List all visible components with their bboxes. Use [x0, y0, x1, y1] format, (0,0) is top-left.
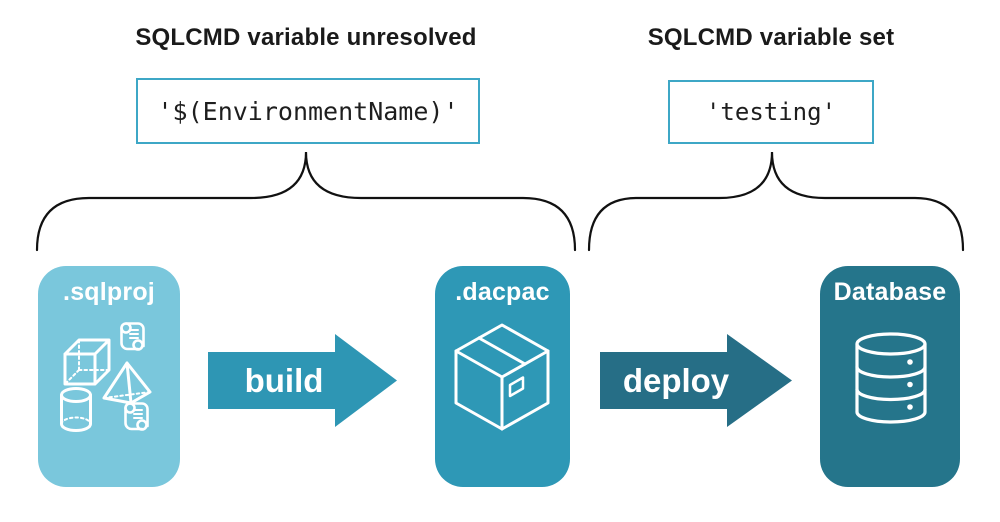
- deploy-arrow: deploy: [600, 333, 793, 428]
- dacpac-node: .dacpac: [435, 266, 570, 487]
- build-arrow-shape: [208, 334, 397, 427]
- left-curly-brace-path: [35, 151, 577, 252]
- right-curly-brace-icon: [587, 151, 965, 252]
- arrow-right-icon: [208, 334, 397, 427]
- left-curly-brace-icon: [35, 151, 577, 252]
- build-arrow: build: [208, 333, 398, 428]
- deploy-arrow-label: deploy: [622, 361, 730, 399]
- build-arrow-label: build: [244, 361, 324, 399]
- deploy-arrow-shape: [600, 334, 792, 427]
- package-icon: [454, 323, 550, 431]
- database-node: Database: [820, 266, 960, 487]
- sqlcmd-unresolved-heading: SQLCMD variable unresolved: [135, 24, 477, 51]
- environment-variable-value: '$(EnvironmentName)': [157, 96, 459, 126]
- sqlcmd-set-heading: SQLCMD variable set: [647, 24, 895, 51]
- sqlproj-node: .sqlproj: [38, 266, 180, 487]
- database-label: Database: [833, 278, 947, 306]
- dacpac-label: .dacpac: [455, 278, 550, 306]
- testing-value: 'testing': [705, 98, 837, 126]
- right-curly-brace-path: [587, 151, 965, 252]
- testing-code-box: 'testing': [668, 80, 874, 144]
- sqlproj-label: .sqlproj: [63, 278, 155, 306]
- database-icon: [855, 332, 927, 424]
- environment-variable-code-box: '$(EnvironmentName)': [136, 78, 480, 144]
- arrow-right-icon: [600, 334, 792, 427]
- sql-objects-icon: [60, 322, 152, 432]
